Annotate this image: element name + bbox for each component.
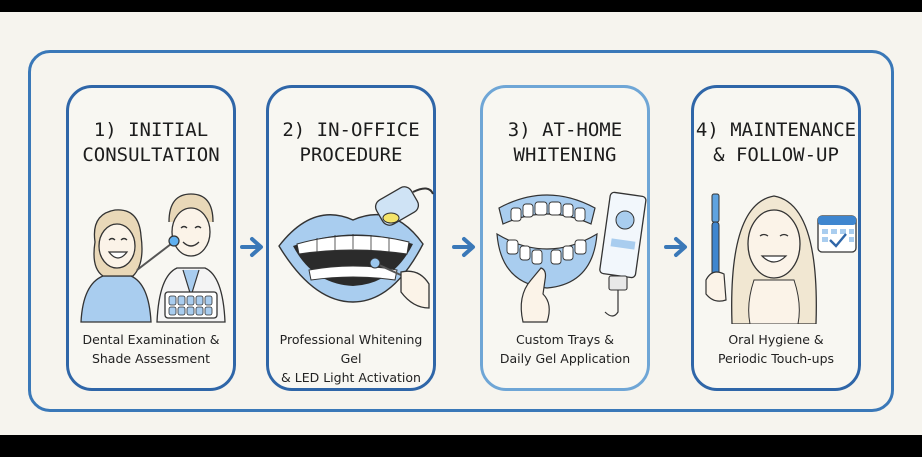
step-card-3: 3) AT-HOME WHITENING [480, 85, 650, 391]
step-card-4: 4) MAINTENANCE & FOLLOW-UP Oral Hygiene … [691, 85, 861, 391]
woman-toothbrush-calendar-icon [705, 193, 857, 324]
arrow-right-icon [664, 237, 687, 257]
step-3-description: Custom Trays & Daily Gel Application [499, 332, 631, 366]
step-2-title: 2) IN-OFFICE PROCEDURE [282, 119, 420, 166]
dentist-patient-icon [80, 193, 226, 323]
tray-and-gel-tube-icon [496, 191, 647, 323]
step-4-description: Oral Hygiene & Periodic Touch-ups [717, 332, 835, 366]
step-3-title: 3) AT-HOME WHITENING [507, 119, 623, 166]
arrow-right-icon [452, 237, 475, 257]
step-card-2: 2) IN-OFFICE PROCEDURE Professional Whit… [266, 85, 436, 391]
process-frame [28, 50, 894, 412]
diagram-canvas: 1) INITIAL CONSULTATION [0, 12, 922, 435]
step-4-title: 4) MAINTENANCE & FOLLOW-UP [695, 119, 857, 166]
step-2-description: Professional Whitening Gel & LED Light A… [279, 332, 423, 385]
led-whitening-mouth-icon [278, 186, 434, 309]
step-1-description: Dental Examination & Shade Assessment [82, 332, 220, 366]
step-1-title: 1) INITIAL CONSULTATION [82, 119, 220, 166]
arrow-right-icon [240, 237, 263, 257]
step-card-1: 1) INITIAL CONSULTATION [66, 85, 236, 391]
